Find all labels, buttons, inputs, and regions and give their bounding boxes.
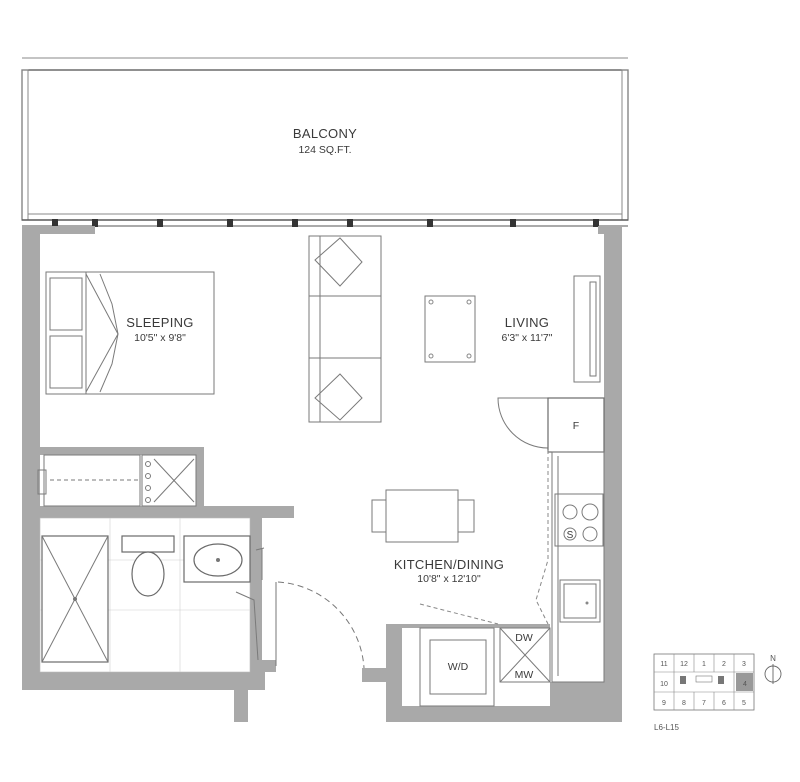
dw-mw: DW MW [499,627,551,683]
key-unit-2: 2 [722,661,726,668]
sofa [308,235,382,423]
sleeping-dims: 10'5" x 9'8" [134,332,186,344]
key-unit-6: 6 [722,700,726,707]
floor-range: L6-L15 [654,723,679,732]
fridge-label: F [573,420,579,432]
key-unit-1: 1 [702,661,706,668]
key-unit-7: 7 [702,700,706,707]
living-dims: 6'3" x 11'7" [502,332,553,344]
key-unit-9: 9 [662,700,666,707]
entry-door [275,581,365,669]
bathroom [39,517,251,673]
window-wall [22,219,628,227]
key-plan: 11 12 1 2 3 10 4 9 8 7 6 5 [653,653,755,711]
key-unit-3: 3 [742,661,746,668]
coffee-table [424,295,476,363]
key-unit-12: 12 [680,661,688,668]
north-label: N [770,654,776,663]
key-unit-4: 4 [743,681,747,688]
key-unit-11: 11 [660,661,667,668]
key-unit-8: 8 [682,700,686,707]
stove-label: S [567,530,574,541]
key-unit-10: 10 [660,681,668,688]
kitchen-dims: 10'8" x 12'10" [417,573,481,585]
balcony-label: BALCONY [293,126,357,141]
fridge [547,397,605,453]
washer-dryer: W/D [419,627,495,707]
kitchen-counter: S [551,451,605,683]
bathroom-door [255,547,265,580]
washer-dryer-label: W/D [448,661,469,673]
sleeping-label: SLEEPING [126,315,193,330]
dishwasher-label: DW [515,632,533,644]
walls [22,226,622,722]
key-unit-5: 5 [742,700,746,707]
bed: SLEEPING 10'5" x 9'8" [45,271,215,395]
tv-console [573,275,601,383]
balcony-area: 124 SQ.FT. [298,144,351,156]
living-label: LIVING [505,315,549,330]
balcony: BALCONY 124 SQ.FT. [21,57,629,221]
door-swing [497,397,549,449]
utility-unit [141,454,197,507]
north-arrow-icon: N [764,654,782,684]
dining-table [371,489,475,543]
closet [37,454,141,507]
kitchen-label: KITCHEN/DINING [394,557,504,572]
microwave-label: MW [515,669,534,681]
